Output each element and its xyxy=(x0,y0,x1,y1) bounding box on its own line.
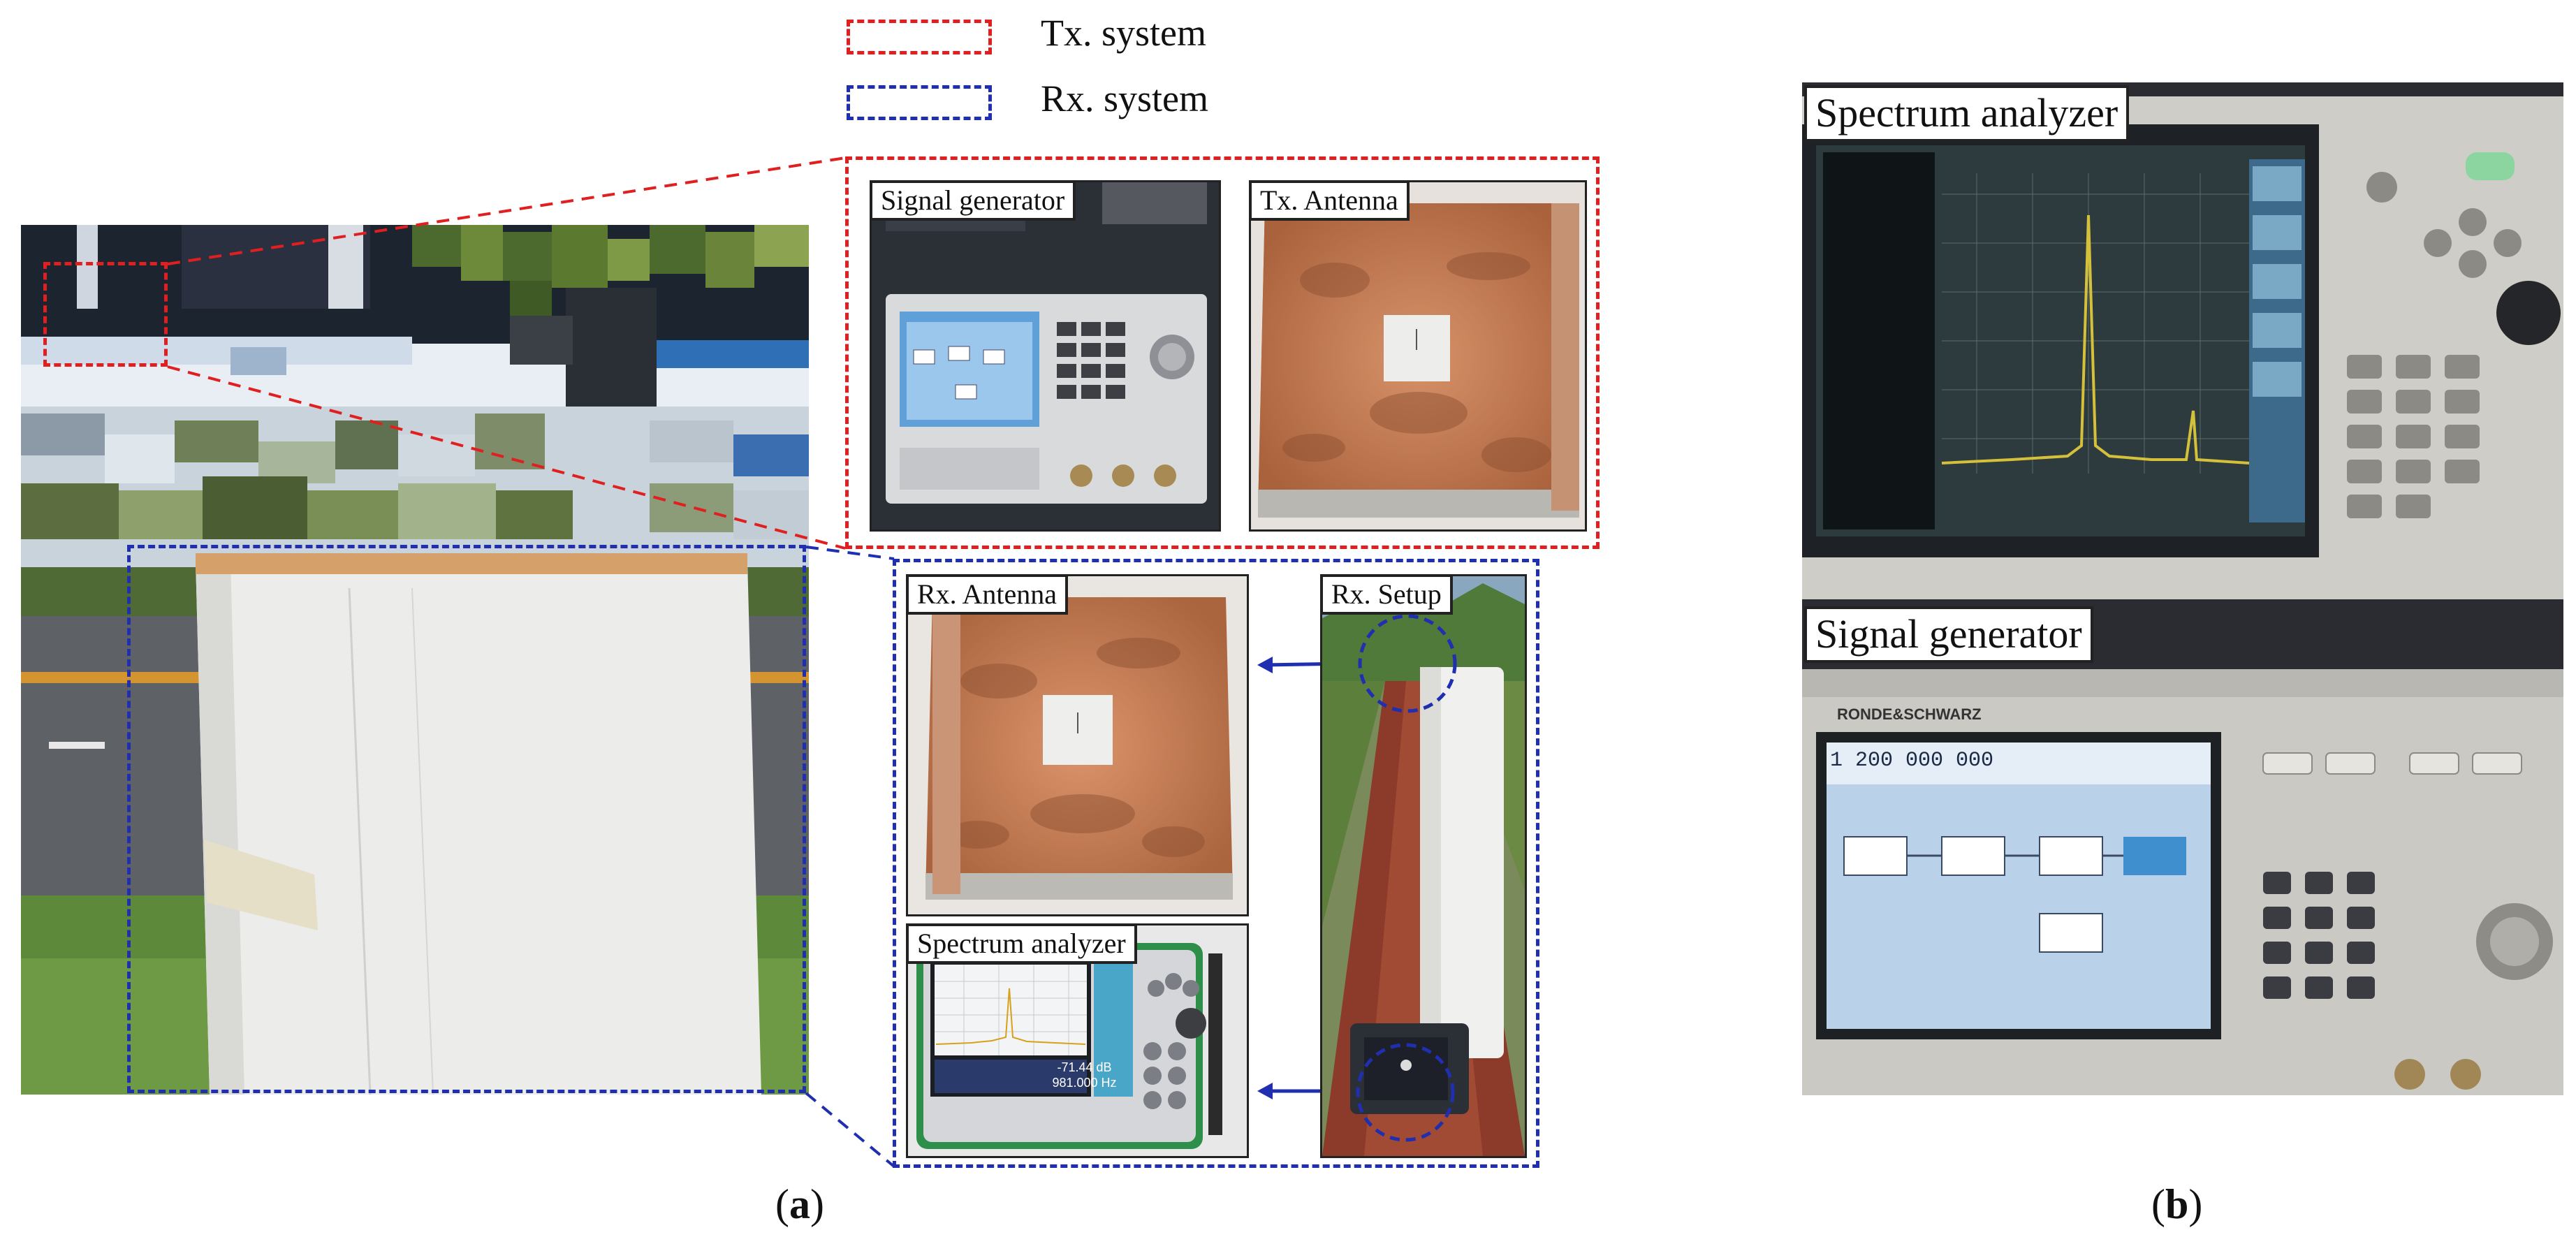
tx-location-marker xyxy=(43,262,168,367)
legend-rx-label: Rx. system xyxy=(1041,78,1209,119)
legend-tx-label: Tx. system xyxy=(1041,12,1206,54)
rx-setup-photo xyxy=(1320,574,1527,1158)
spectrum-analyzer-photo-a xyxy=(906,923,1249,1158)
spectrum-analyzer-label-b: Spectrum analyzer xyxy=(1804,85,2130,142)
rx-location-marker xyxy=(127,545,806,1093)
roadside-photo xyxy=(21,225,809,1095)
caption-b: (b) xyxy=(2151,1180,2202,1229)
rx-setup-highlights xyxy=(1356,614,1457,1142)
caption-a-close: ) xyxy=(810,1181,824,1227)
tx-antenna-label: Tx. Antenna xyxy=(1249,180,1410,221)
analyzer-level-readout: -71.44 dB xyxy=(1057,1060,1112,1074)
tx-system-box xyxy=(845,156,1600,549)
signal-generator-label-b: Signal generator xyxy=(1804,606,2093,663)
tx-antenna-photo xyxy=(1249,180,1587,532)
spectrum-analyzer-label-a: Spectrum analyzer xyxy=(906,923,1137,964)
rx-setup-label: Rx. Setup xyxy=(1320,574,1453,615)
signal-generator-label-a: Signal generator xyxy=(870,180,1076,221)
legend-rx-swatch xyxy=(847,85,992,120)
signal-generator-photo-a xyxy=(870,180,1221,532)
caption-a: (a) xyxy=(775,1180,824,1229)
generator-brand: RONDE&SCHWARZ xyxy=(1837,705,1982,723)
generator-frequency-display: 1 200 000 000 xyxy=(1830,749,1994,773)
rx-system-box xyxy=(893,559,1539,1168)
rx-antenna-label: Rx. Antenna xyxy=(906,574,1068,615)
analyzer-frequency-readout: 981.000 Hz xyxy=(1052,1076,1117,1090)
caption-a-open: ( xyxy=(775,1181,789,1227)
rx-antenna-photo xyxy=(906,574,1249,916)
caption-b-close: ) xyxy=(2188,1181,2203,1227)
instruments-photo-b xyxy=(1802,82,2563,1095)
legend-tx-swatch xyxy=(847,20,992,54)
caption-a-letter: a xyxy=(789,1181,810,1227)
caption-b-letter: b xyxy=(2165,1181,2189,1227)
caption-b-open: ( xyxy=(2151,1181,2165,1227)
